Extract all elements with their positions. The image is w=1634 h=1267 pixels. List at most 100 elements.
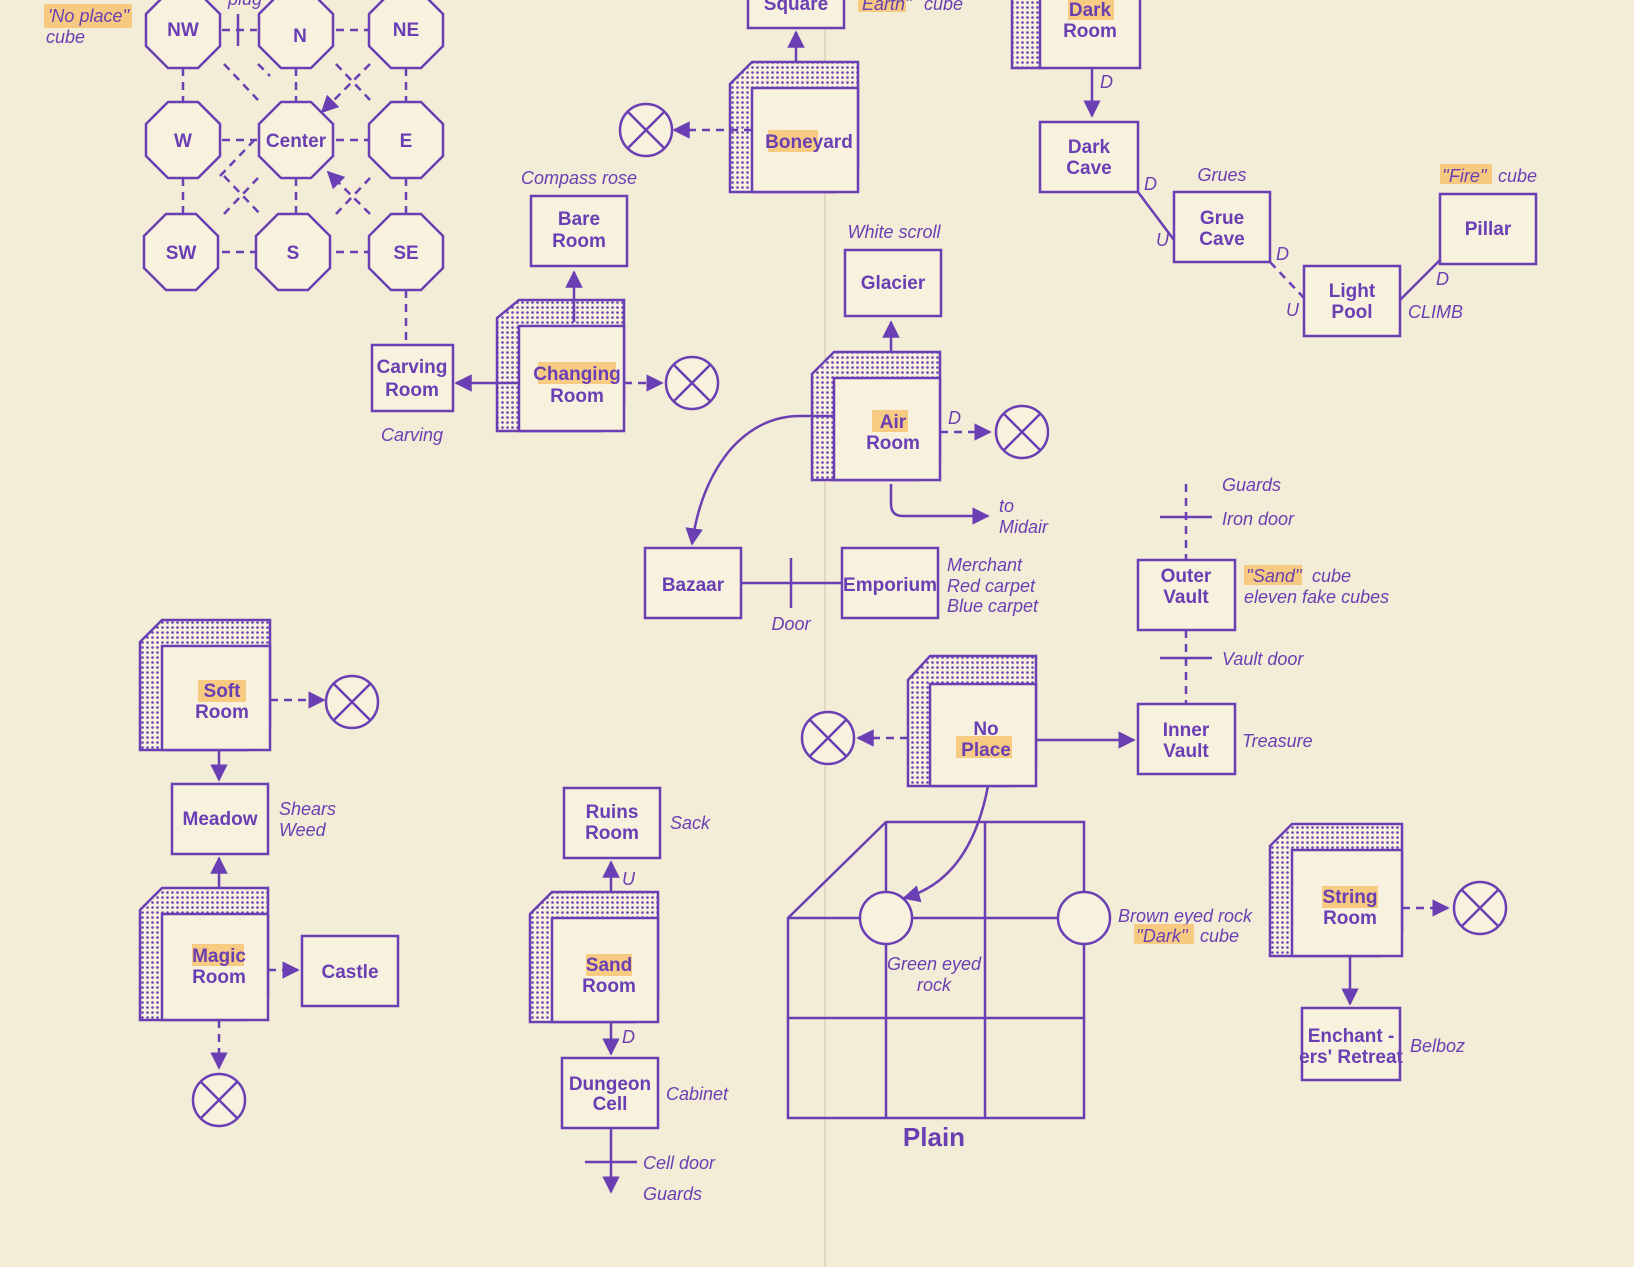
climb-note: CLIMB <box>1408 302 1463 322</box>
string-room-label-2: Room <box>1323 908 1377 929</box>
compass-se-node <box>367 212 445 292</box>
dark-cave-label: Dark <box>1068 137 1111 158</box>
sand-d-note: D <box>622 1027 635 1047</box>
compass-grid: NW N NE W Center E SW S SE plug 'No plac… <box>44 0 445 345</box>
compass-nw-label: NW <box>167 20 199 41</box>
highlight-dark <box>1068 0 1114 20</box>
dark-room-label-2: Room <box>1063 21 1117 42</box>
grue-cave-label-2: Cave <box>1199 229 1244 250</box>
dark-cave-label-2: Cave <box>1066 158 1111 179</box>
emporium-box <box>840 546 940 620</box>
brown-eyed-rock-circle <box>1056 890 1112 946</box>
carving-room-label: Carving <box>377 357 448 378</box>
plain-area: Green eyed rock Brown eyed rock ''Dark''… <box>786 785 1253 1152</box>
vault-area: Guards Iron door Outer Vault ''Sand'' cu… <box>800 475 1389 788</box>
light-pool-label-2: Pool <box>1331 302 1372 323</box>
glacier-label: Glacier <box>861 273 926 294</box>
exit-marker-no-place <box>800 710 856 766</box>
highlight-earth <box>858 0 906 12</box>
dark-cave-box <box>1038 120 1140 194</box>
ruins-room-box <box>562 786 662 860</box>
guards-top-note: Guards <box>1222 475 1281 495</box>
soft-room-label-2: Room <box>195 702 249 723</box>
castle-box <box>300 934 400 1008</box>
no-place-cube-note: 'No place'' <box>48 6 130 26</box>
fire-cube-note: ''Fire'' <box>1442 166 1487 186</box>
belboz-note: Belboz <box>1410 1036 1465 1056</box>
fire-cube-note-2: cube <box>1498 166 1537 186</box>
soft-room-area: Soft Room Meadow Shears Weed Magic Room … <box>138 618 400 1128</box>
weed-note: Weed <box>279 820 327 840</box>
enchanters-retreat-label-2: ers' Retreat <box>1299 1047 1403 1068</box>
iron-door-note: Iron door <box>1222 509 1295 529</box>
air-room-label-2: Room <box>866 433 920 454</box>
vault-door-note: Vault door <box>1222 649 1304 669</box>
string-room-area: String Room Enchant - ers' Retreat Belbo… <box>1268 822 1508 1082</box>
enchanters-retreat-box <box>1300 1006 1402 1082</box>
red-carpet-note: Red carpet <box>947 576 1036 596</box>
white-scroll-note: White scroll <box>847 222 941 242</box>
dark-room-label: Dark <box>1069 0 1112 21</box>
magic-room-label-2: Room <box>192 967 246 988</box>
exit-marker-string <box>1452 880 1508 936</box>
carving-room-label-2: Room <box>385 380 439 401</box>
ruins-u-note: U <box>622 869 636 889</box>
earth-note: Earth'' <box>862 0 912 14</box>
outer-vault-label-2: Vault <box>1163 587 1209 608</box>
bare-room-label-2: Room <box>552 231 606 252</box>
exit-marker-air <box>994 404 1050 460</box>
compass-center-label: Center <box>266 131 327 152</box>
outer-vault-label: Outer <box>1161 566 1212 587</box>
dungeon-cell-label-2: Cell <box>593 1094 628 1115</box>
no-place-cube-note-2: cube <box>46 27 85 47</box>
d-note-1: D <box>1144 174 1157 194</box>
compass-s-label: S <box>287 243 300 264</box>
compass-center-node <box>257 100 335 180</box>
compass-ne-node <box>367 0 445 70</box>
highlight-boneyard <box>768 130 818 152</box>
highlight-air <box>872 410 908 432</box>
air-room-area: White scroll Glacier Air Room D to Midai… <box>643 222 1050 634</box>
magic-room-box <box>160 912 270 1022</box>
magic-room-label: Magic <box>192 946 246 967</box>
compass-ne-label: NE <box>393 20 419 41</box>
compass-n-label: N <box>293 26 307 47</box>
air-d-note: D <box>948 408 961 428</box>
changing-room-area: Carving Room Carving Changing Room Bare … <box>370 168 720 445</box>
dark-room-area: Dark Room D Dark Cave D U Grues Grue Cav… <box>1010 0 1538 338</box>
sand-cube-note-2: cube <box>1312 566 1351 586</box>
highlight-no-place <box>956 736 1012 758</box>
string-room-label: String <box>1323 887 1378 908</box>
inner-vault-label-2: Vault <box>1163 741 1209 762</box>
blue-carpet-note: Blue carpet <box>947 596 1039 616</box>
no-place-label-2: Place <box>961 740 1011 761</box>
treasure-note: Treasure <box>1242 731 1313 751</box>
compass-s-node <box>254 212 332 292</box>
grues-note: Grues <box>1197 165 1246 185</box>
compass-e-node <box>367 100 445 180</box>
grue-cave-box <box>1172 190 1272 264</box>
d-note-2: D <box>1276 244 1289 264</box>
compass-w-node <box>144 100 222 180</box>
compass-w-label: W <box>174 131 192 152</box>
light-pool-box <box>1302 264 1402 338</box>
bazaar-label: Bazaar <box>662 575 725 596</box>
green-rock-note-2: rock <box>917 975 952 995</box>
no-place-box <box>928 682 1038 788</box>
door-note: Door <box>771 614 811 634</box>
compass-rose-note: Compass rose <box>521 168 637 188</box>
exit-marker-boneyard <box>618 102 674 158</box>
sand-room-area: Ruins Room Sack U Sand Room D Dungeon Ce… <box>528 786 729 1204</box>
sand-room-label-2: Room <box>582 976 636 997</box>
changing-room-label: Changing <box>533 364 621 385</box>
sand-room-label: Sand <box>586 955 632 976</box>
shears-note: Shears <box>279 799 336 819</box>
plain-label: Plain <box>903 1122 965 1152</box>
castle-label: Castle <box>321 962 378 983</box>
compass-sw-node <box>142 212 220 292</box>
midair-note-2: Midair <box>999 517 1049 537</box>
highlight-sand-cube <box>1244 565 1302 585</box>
cabinet-note: Cabinet <box>666 1084 729 1104</box>
carving-room-box <box>370 343 455 413</box>
square-label: Square <box>764 0 828 15</box>
